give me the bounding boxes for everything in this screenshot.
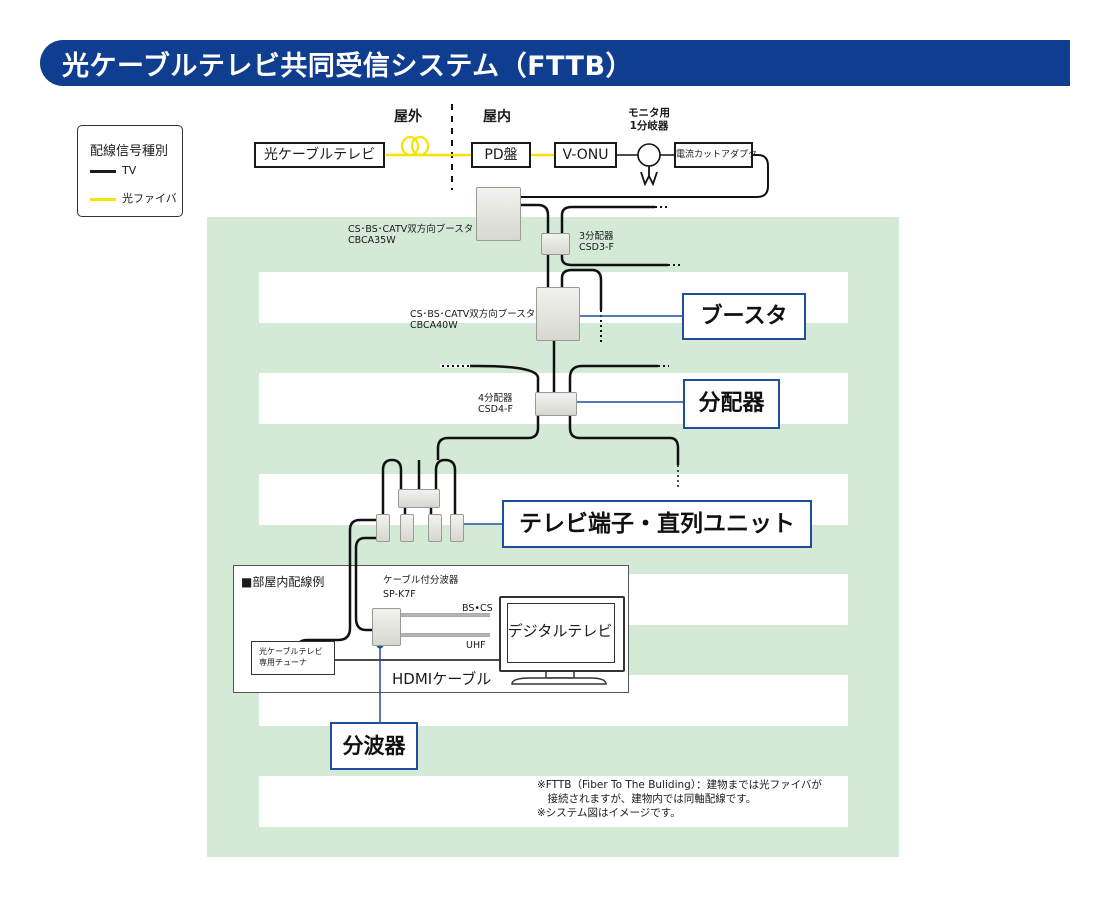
monitor-splitter-label: モニタ用 1分岐器: [628, 107, 670, 132]
catv-box: 光ケーブルテレビ: [254, 142, 385, 168]
hdmi-cable-label: HDMIケーブル: [392, 670, 492, 688]
booster2-model: CBCA40W: [410, 320, 458, 331]
vonu-box: V-ONU: [554, 142, 617, 168]
monitor-splitter-icon: [637, 143, 661, 167]
tv-line: [436, 414, 540, 460]
uhf-label: UHF: [466, 640, 486, 651]
tv-line: [440, 364, 540, 392]
booster1-name: CS･BS･CATV双方向ブースタ: [348, 224, 474, 235]
legend-title: 配線信号種別: [90, 144, 169, 159]
room-title: ■部屋内配線例: [241, 575, 325, 589]
callout-diplexer: 分波器: [330, 722, 418, 770]
monitor-port-icon: [640, 166, 658, 187]
booster2-name: CS･BS･CATV双方向ブースタ: [410, 309, 536, 320]
diplexer-name: ケーブル付分波器: [383, 575, 459, 586]
callout-tv-outlet: テレビ端子・直列ユニット: [502, 500, 812, 548]
splitter3-name: 3分配器: [579, 231, 614, 242]
zone-outdoor-label: 屋外: [394, 109, 422, 125]
splitter3-label: 3分配器 CSD3-F: [579, 231, 614, 253]
diplexer-label: ケーブル付分波器 SP-K7F: [383, 574, 458, 602]
splitter-csd3f-device: [541, 233, 570, 255]
tv-outlet-device: [376, 514, 390, 542]
splitter4-label: 4分配器 CSD4-F: [478, 393, 513, 415]
tv-outlet-device: [400, 514, 414, 542]
tv-line: [520, 154, 769, 198]
small-splitter-device: [398, 489, 440, 508]
tv-line: [568, 364, 658, 392]
booster2-label: CS･BS･CATV双方向ブースタ CBCA40W: [410, 309, 535, 331]
callout-splitter: 分配器: [683, 379, 780, 429]
title-banner: [40, 40, 1070, 86]
page-title: 光ケーブルテレビ共同受信システム（FTTB）: [62, 51, 634, 82]
floor-band: [259, 776, 848, 827]
diplexer-sp-k7f-device: [372, 608, 401, 646]
tv-outlet-device: [428, 514, 442, 542]
footnote-line: ※システム図はイメージです。: [537, 807, 681, 819]
tv-line: [560, 252, 668, 267]
footnote-line: 接続されますが、建物内では同軸配線です。: [537, 793, 757, 805]
footnotes: ※FTTB（Fiber To The Buliding）：建物までは光ファイバが…: [537, 778, 822, 820]
callout-booster: ブースタ: [682, 293, 806, 340]
fiber-line-swatch-icon: [90, 197, 116, 201]
booster-cbca35w-device: [476, 187, 521, 241]
booster1-label: CS･BS･CATV双方向ブースタ CBCA35W: [348, 224, 473, 246]
splitter4-model: CSD4-F: [478, 404, 513, 415]
splitter-csd4f-device: [535, 392, 577, 416]
current-cut-adapter-box: 電流カットアダプタ: [674, 142, 757, 168]
pd-panel-box: PD盤: [471, 142, 531, 168]
tv-line: [560, 268, 603, 310]
legend-label: 光ファイバ: [122, 192, 177, 205]
legend-label: TV: [122, 164, 137, 177]
zone-indoor-label: 屋内: [483, 109, 511, 125]
tuner-line1: 光ケーブルテレビ: [259, 647, 323, 656]
tv-line-swatch-icon: [90, 169, 116, 173]
booster-cbca40w-device: [536, 287, 580, 341]
tv-line: [519, 203, 550, 235]
booster1-model: CBCA35W: [348, 235, 396, 246]
tv-line: [354, 536, 376, 632]
diplexer-model: SP-K7F: [383, 589, 416, 600]
digital-tv-label: デジタルテレビ: [507, 622, 613, 640]
tv-line: [381, 458, 403, 518]
legend-item-fiber: 光ファイバ: [90, 190, 177, 206]
splitter4-name: 4分配器: [478, 393, 513, 404]
legend-item-tv: TV: [90, 164, 136, 177]
footnote-line: ※FTTB（Fiber To The Buliding）：建物までは光ファイバが: [537, 779, 822, 791]
bscs-label: BS•CS: [462, 603, 493, 614]
splitter3-model: CSD3-F: [579, 242, 614, 253]
tuner-line2: 専用チューナ: [259, 658, 307, 667]
tv-line: [560, 205, 655, 235]
tv-outlet-device: [450, 514, 464, 542]
tv-line: [568, 414, 680, 465]
fiber-coil-icon: [400, 135, 430, 157]
catv-tuner-box: 光ケーブルテレビ 専用チューナ: [251, 641, 335, 675]
tv-line: [434, 458, 457, 518]
tv-screen: [507, 603, 615, 663]
